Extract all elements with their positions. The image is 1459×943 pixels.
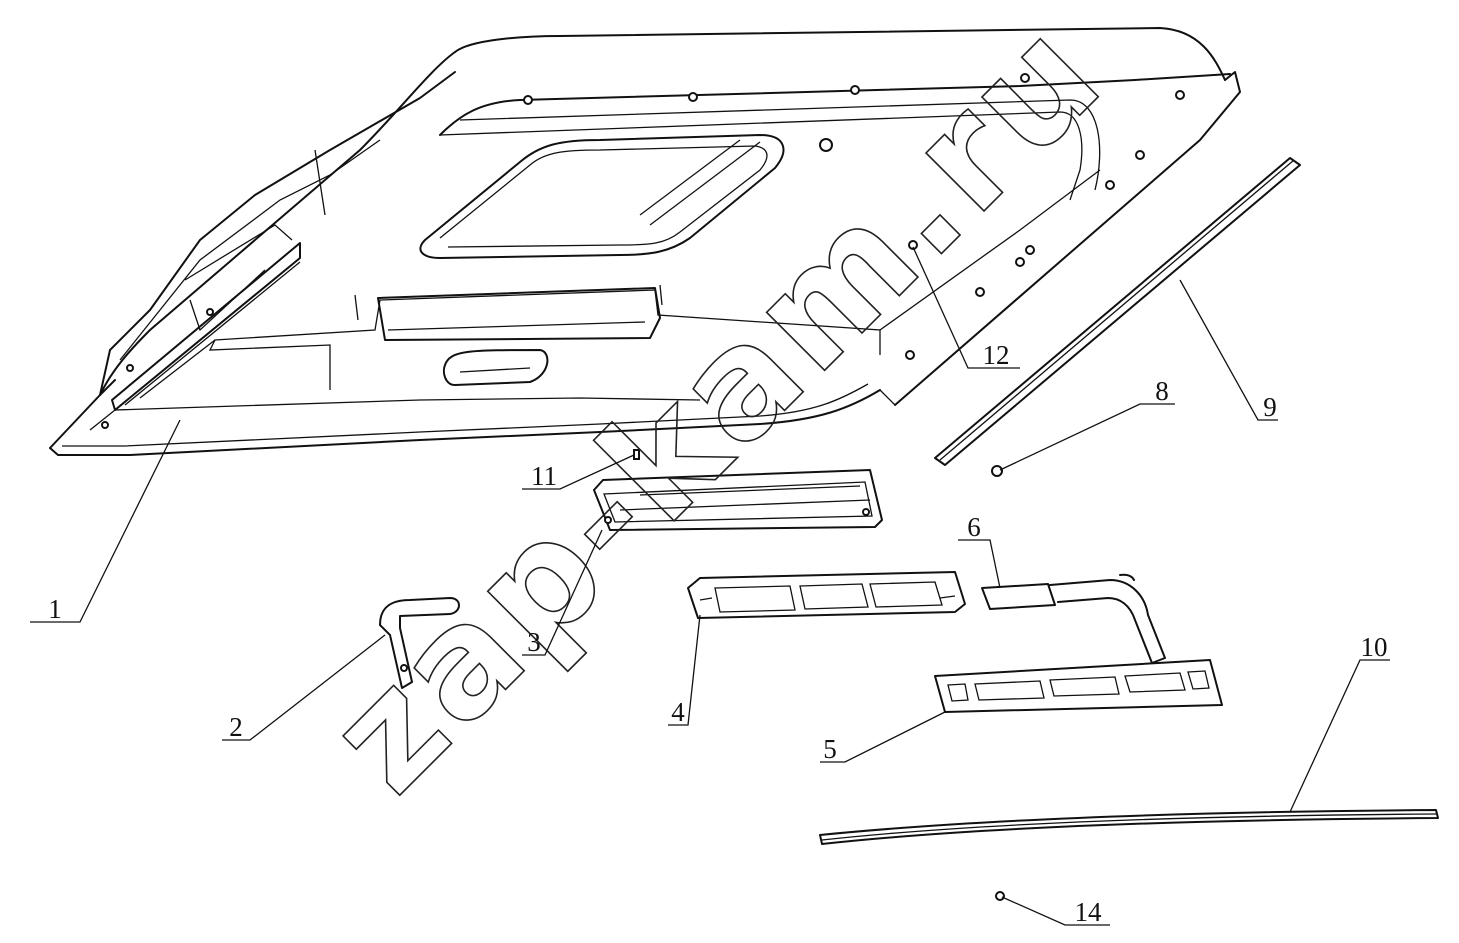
part-10-bottom-strip xyxy=(819,809,1439,845)
part-4-bracket xyxy=(687,571,966,619)
callout-1: 1 xyxy=(48,594,62,624)
part-6-block xyxy=(981,583,1056,610)
callout-8: 8 xyxy=(1155,376,1169,406)
watermark: zap-kam.ru xyxy=(297,0,1136,825)
part-3-frame xyxy=(593,469,883,531)
part-8-screw xyxy=(991,465,1003,477)
part-2-l-bracket xyxy=(379,597,460,689)
callout-6: 6 xyxy=(967,512,981,542)
callout-11: 11 xyxy=(531,461,557,491)
part-9-side-strip xyxy=(934,157,1301,466)
leader-lines xyxy=(30,246,1390,926)
part-14-screw xyxy=(995,891,1005,901)
callout-4: 4 xyxy=(671,697,685,727)
callout-12: 12 xyxy=(983,340,1010,370)
callout-2: 2 xyxy=(229,712,243,742)
callout-9: 9 xyxy=(1263,392,1277,422)
callout-labels: 1 2 3 4 5 6 8 9 10 11 12 14 xyxy=(48,340,1387,927)
callout-10: 10 xyxy=(1361,632,1388,662)
callout-5: 5 xyxy=(823,734,837,764)
callout-3: 3 xyxy=(527,627,541,657)
part-1-rear-cover xyxy=(49,27,1241,456)
part-5-grille xyxy=(934,573,1223,713)
callout-14: 14 xyxy=(1075,897,1103,927)
part-11-screw xyxy=(633,449,640,460)
